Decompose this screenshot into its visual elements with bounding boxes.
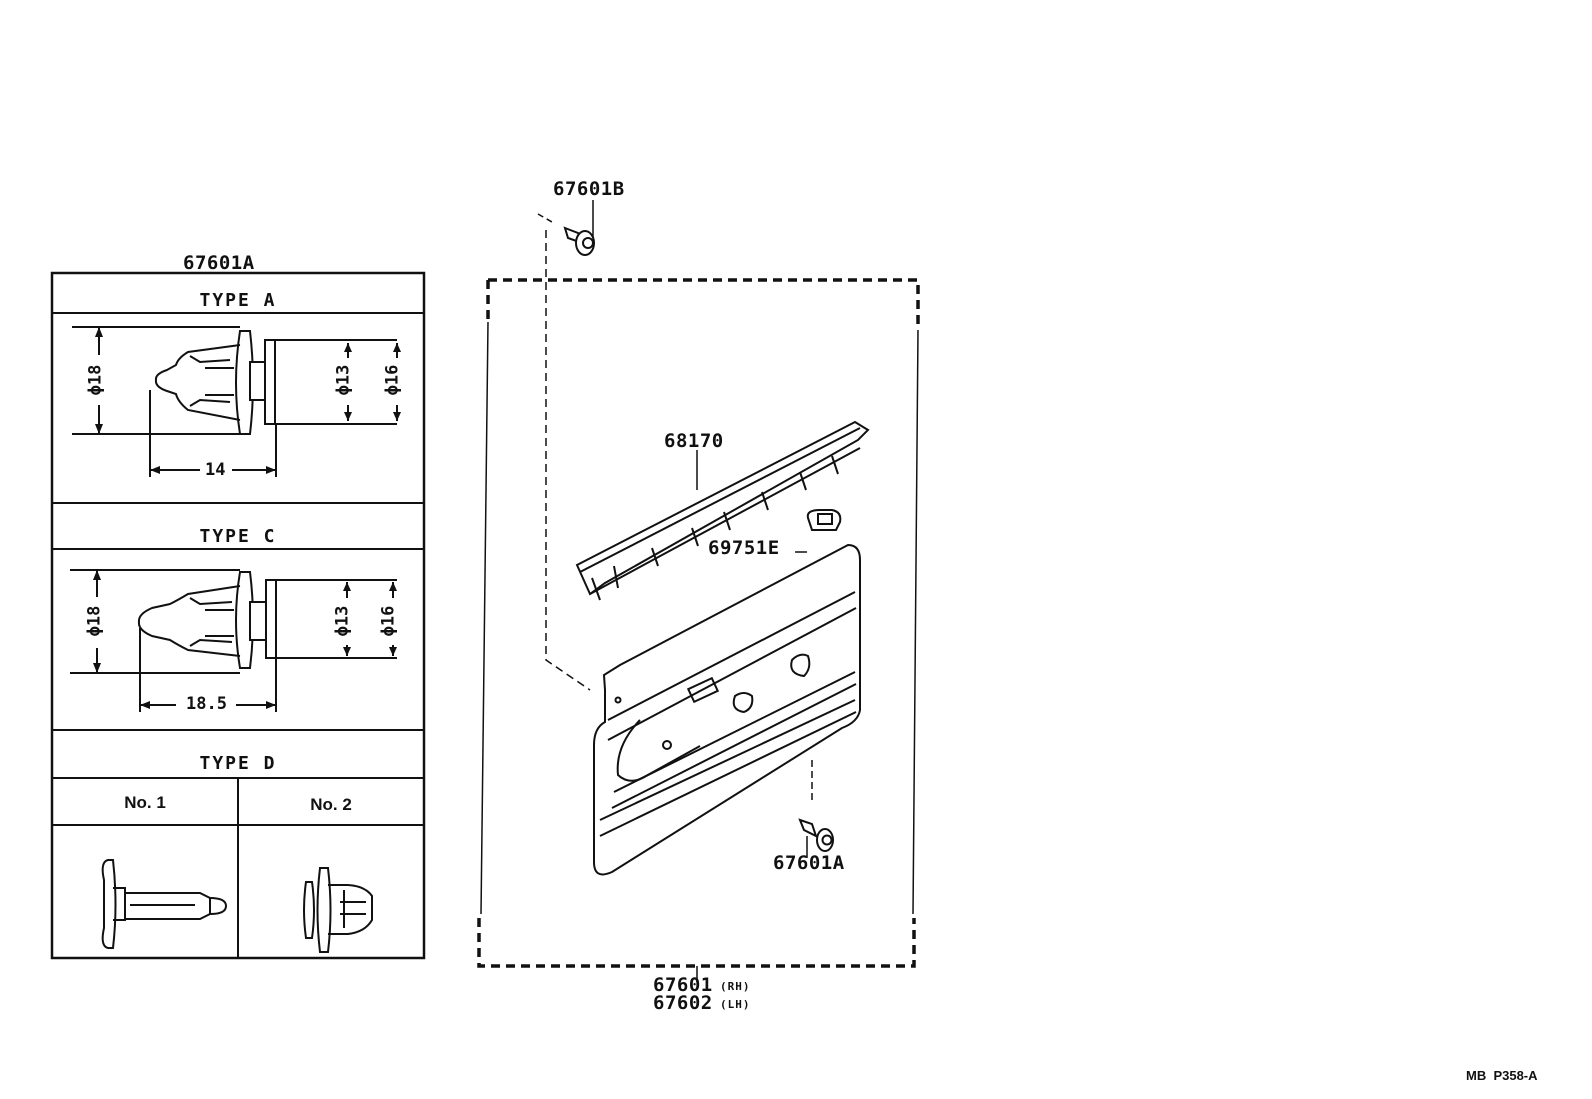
type-d-no2-clip-drawing <box>303 867 373 953</box>
type-c-length: 18.5 <box>186 694 227 714</box>
callout-lh-side: (LH) <box>720 998 751 1011</box>
type-d-no1-clip-drawing <box>101 859 228 949</box>
clip-69751e-drawing <box>806 509 842 531</box>
type-c-shank-dia: ϕ13 <box>332 605 353 637</box>
type-c-flange-dia: ϕ16 <box>378 605 399 637</box>
assembly-boundary <box>477 278 920 968</box>
dimension-arrows <box>93 327 401 709</box>
callout-68170: 68170 <box>664 430 724 452</box>
page-code: MB P358-A <box>1466 1068 1538 1083</box>
type-c-clip-drawing <box>70 569 397 712</box>
clip-table-part-number: 67601A <box>183 252 255 274</box>
weatherstrip-68170-drawing <box>575 420 870 601</box>
type-c-title: TYPE C <box>199 526 277 547</box>
clip-table-frame <box>50 271 426 960</box>
door-trim-panel-drawing <box>593 543 861 876</box>
callout-rh-side: (RH) <box>720 980 751 993</box>
type-d-no2-label: No. 2 <box>310 795 352 814</box>
callout-67601-rh: 67601 <box>653 974 713 996</box>
type-a-length: 14 <box>205 460 226 480</box>
type-d-no1-label: No. 1 <box>124 793 166 812</box>
type-a-shank-dia: ϕ13 <box>333 364 354 396</box>
callout-67601b: 67601B <box>553 178 625 200</box>
type-a-flange-dia: ϕ16 <box>382 364 403 396</box>
callout-67601a-lower: 67601A <box>773 852 845 874</box>
assembly-boundary-sides <box>480 321 919 982</box>
type-a-clip-drawing <box>72 326 398 477</box>
type-c-head-dia: ϕ18 <box>84 605 105 637</box>
type-a-head-dia: ϕ18 <box>85 364 106 396</box>
type-a-title: TYPE A <box>199 290 277 311</box>
clip-67601b-drawing <box>563 226 595 256</box>
type-d-title: TYPE D <box>199 753 277 774</box>
callout-67602-lh: 67602 <box>653 992 713 1014</box>
clip-67601a-lower-drawing <box>798 818 834 852</box>
leader-lines <box>537 200 813 858</box>
callout-69751e: 69751E <box>708 537 780 559</box>
